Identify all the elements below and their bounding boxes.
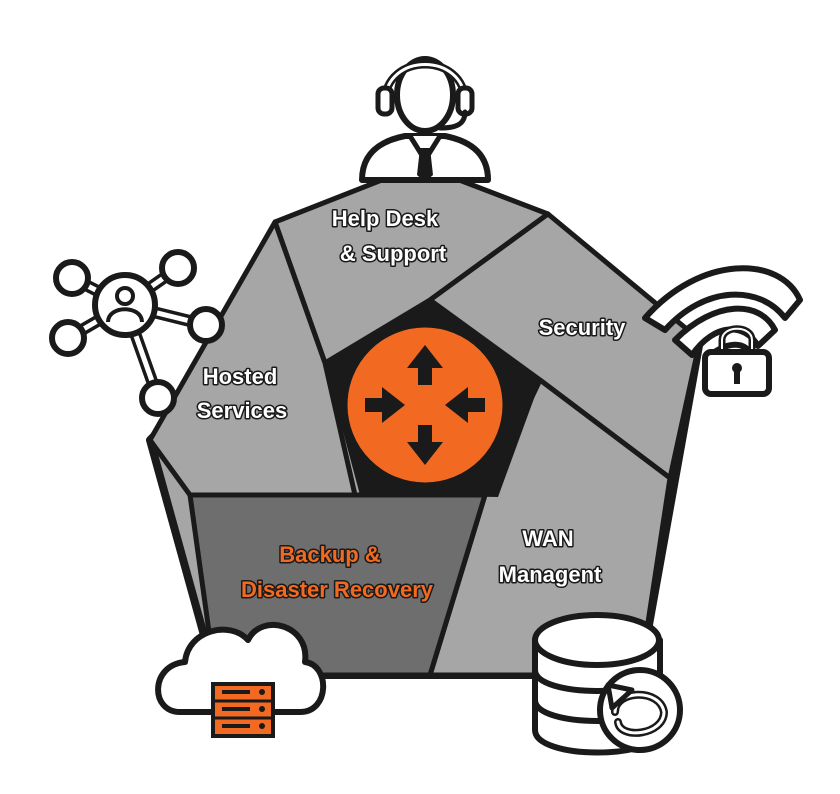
label-backup-line1: Backup &	[279, 542, 381, 567]
network-user-hub-icon	[49, 249, 225, 417]
label-hosted-line2: Services	[197, 398, 288, 423]
segment-hosted	[147, 219, 358, 498]
label-backup-line2: Disaster Recovery	[241, 577, 434, 602]
router-arrows-icon	[342, 322, 508, 488]
label-wan-line1: WAN	[522, 526, 573, 551]
label-help-desk-line2: & Support	[340, 241, 447, 266]
help-desk-headset-agent-icon	[359, 56, 491, 183]
label-hosted-line1: Hosted	[203, 364, 278, 389]
label-security: Security	[539, 315, 627, 340]
cloud-server-icon	[155, 621, 327, 738]
database-sync-icon	[532, 612, 683, 756]
label-wan-line2: Managent	[499, 562, 602, 587]
segment-help-desk	[272, 162, 551, 366]
label-help-desk-line1: Help Desk	[332, 206, 439, 231]
wifi-lock-icon	[642, 265, 803, 397]
